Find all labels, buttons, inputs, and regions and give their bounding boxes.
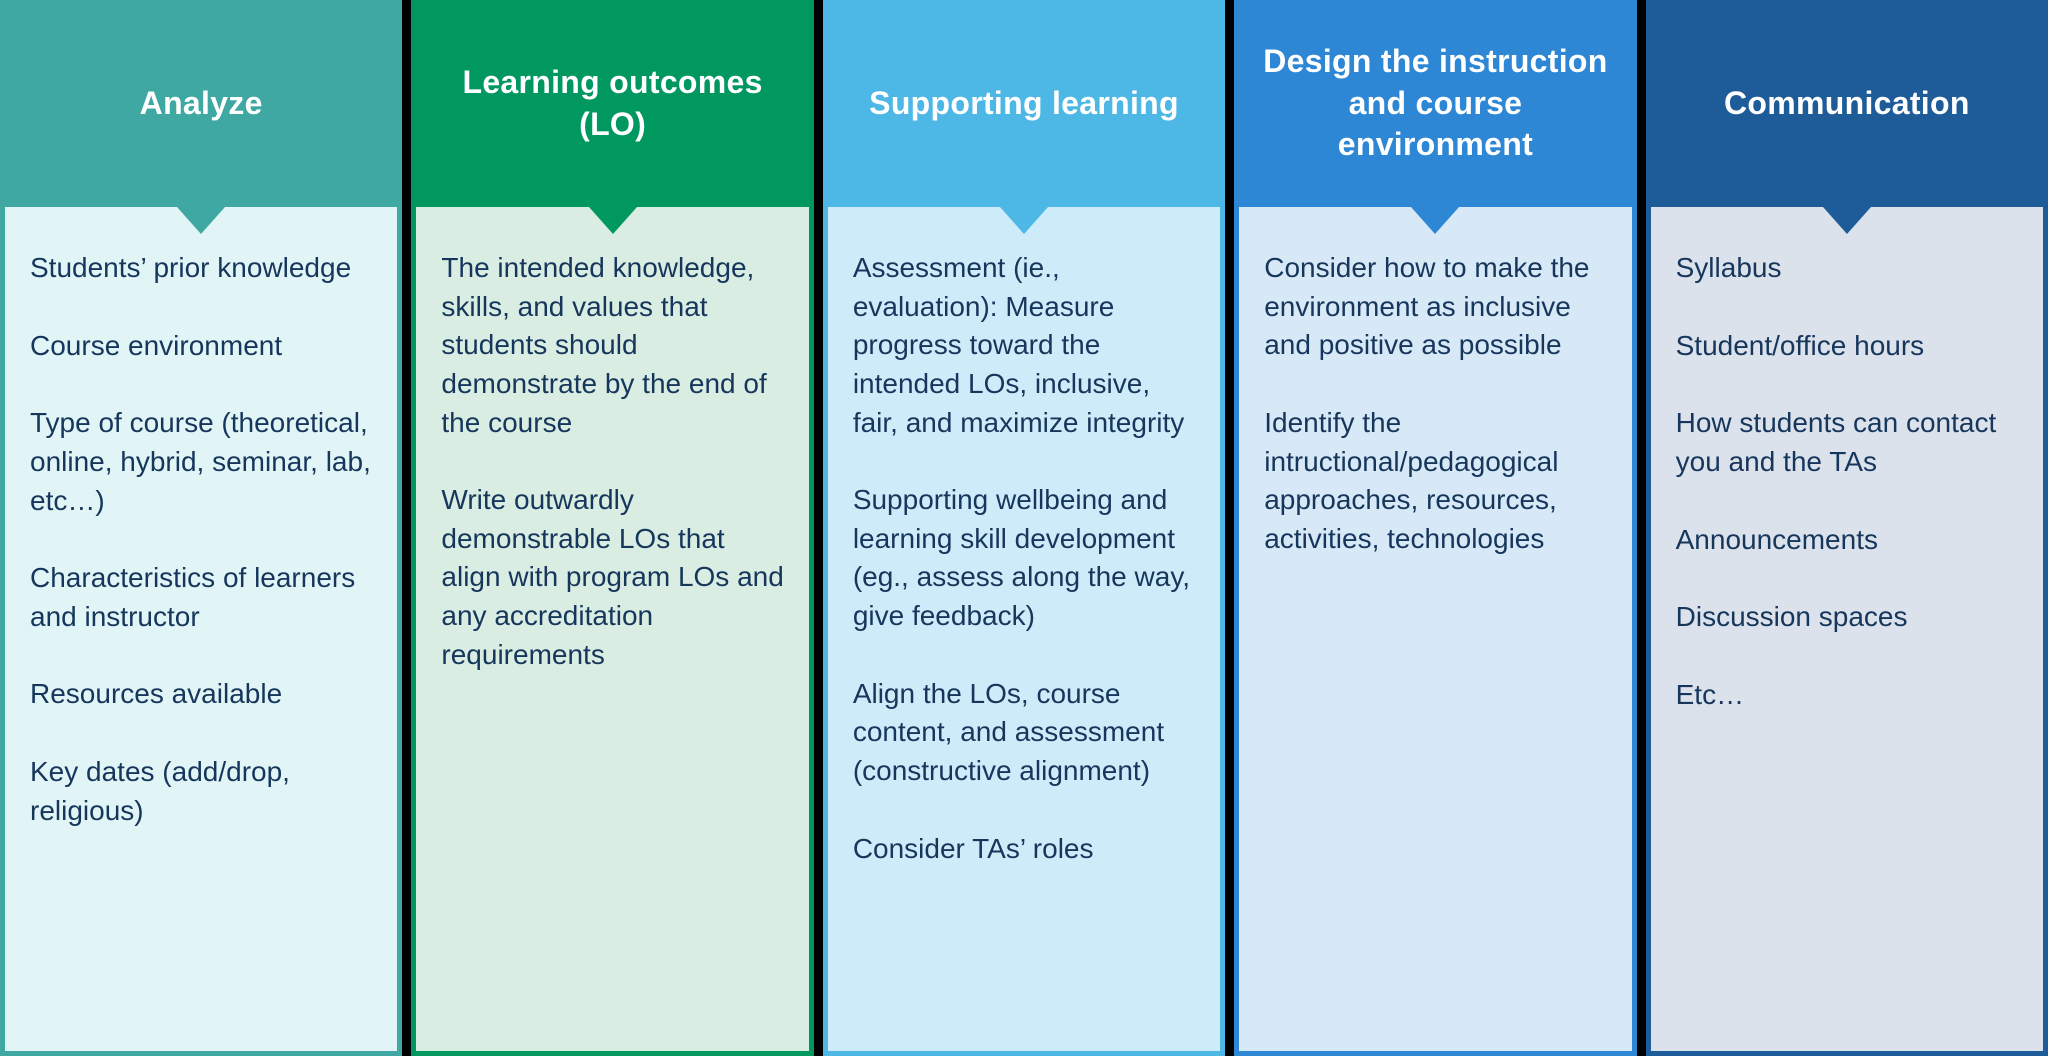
body-item: Type of course (theoretical, online, hyb… — [30, 407, 371, 516]
body-item: How students can contact you and the TAs — [1675, 407, 1997, 477]
body-item: Key dates (add/drop, religious) — [30, 756, 290, 826]
column-title: Learning outcomes (LO) — [462, 63, 763, 142]
body-item: The intended knowledge, skills, and valu… — [441, 252, 767, 438]
body-item: Supporting wellbeing and learning skill … — [852, 484, 1191, 631]
column-body: Consider how to make the environment as … — [1234, 207, 1637, 1056]
body-item: Assessment (ie., evaluation): Measure pr… — [852, 252, 1185, 438]
process-column-3: Supporting learning Assessment (ie., eva… — [822, 0, 1226, 1056]
column-title: Analyze — [139, 84, 263, 121]
column-title: Design the instruction and course enviro… — [1263, 43, 1608, 163]
column-title: Communication — [1723, 84, 1970, 121]
body-item: Students’ prior knowledge — [30, 252, 352, 283]
body-item: Course environment — [30, 329, 283, 361]
body-item: Align the LOs, course content, and asses… — [852, 677, 1165, 786]
column-header: Supporting learning — [822, 0, 1226, 207]
column-header: Analyze — [0, 0, 403, 207]
body-item: Characteristics of learners and instruct… — [30, 562, 356, 632]
body-item: Write outwardly demonstrable LOs that al… — [441, 484, 784, 670]
column-title: Supporting learning — [869, 84, 1179, 121]
body-item: Student/office hours — [1675, 329, 1925, 361]
column-body: The intended knowledge, skills, and valu… — [411, 207, 814, 1056]
body-item: Discussion spaces — [1675, 601, 1908, 633]
body-item: Resources available — [30, 678, 283, 710]
body-item: Identify the intructional/pedagogical ap… — [1264, 406, 1559, 554]
column-header: Design the instruction and course enviro… — [1234, 0, 1637, 207]
process-column-4: Design the instruction and course enviro… — [1234, 0, 1637, 1056]
process-column-2: Learning outcomes (LO) The intended know… — [411, 0, 814, 1056]
column-body: Assessment (ie., evaluation): Measure pr… — [822, 207, 1226, 1056]
column-header: Learning outcomes (LO) — [411, 0, 814, 207]
body-item: Consider TAs’ roles — [852, 832, 1094, 864]
body-item: Etc… — [1675, 678, 1745, 710]
column-header: Communication — [1645, 0, 2048, 207]
body-item: Consider how to make the environment as … — [1264, 252, 1590, 361]
body-item: Announcements — [1675, 523, 1878, 555]
body-item: Syllabus — [1675, 252, 1782, 283]
